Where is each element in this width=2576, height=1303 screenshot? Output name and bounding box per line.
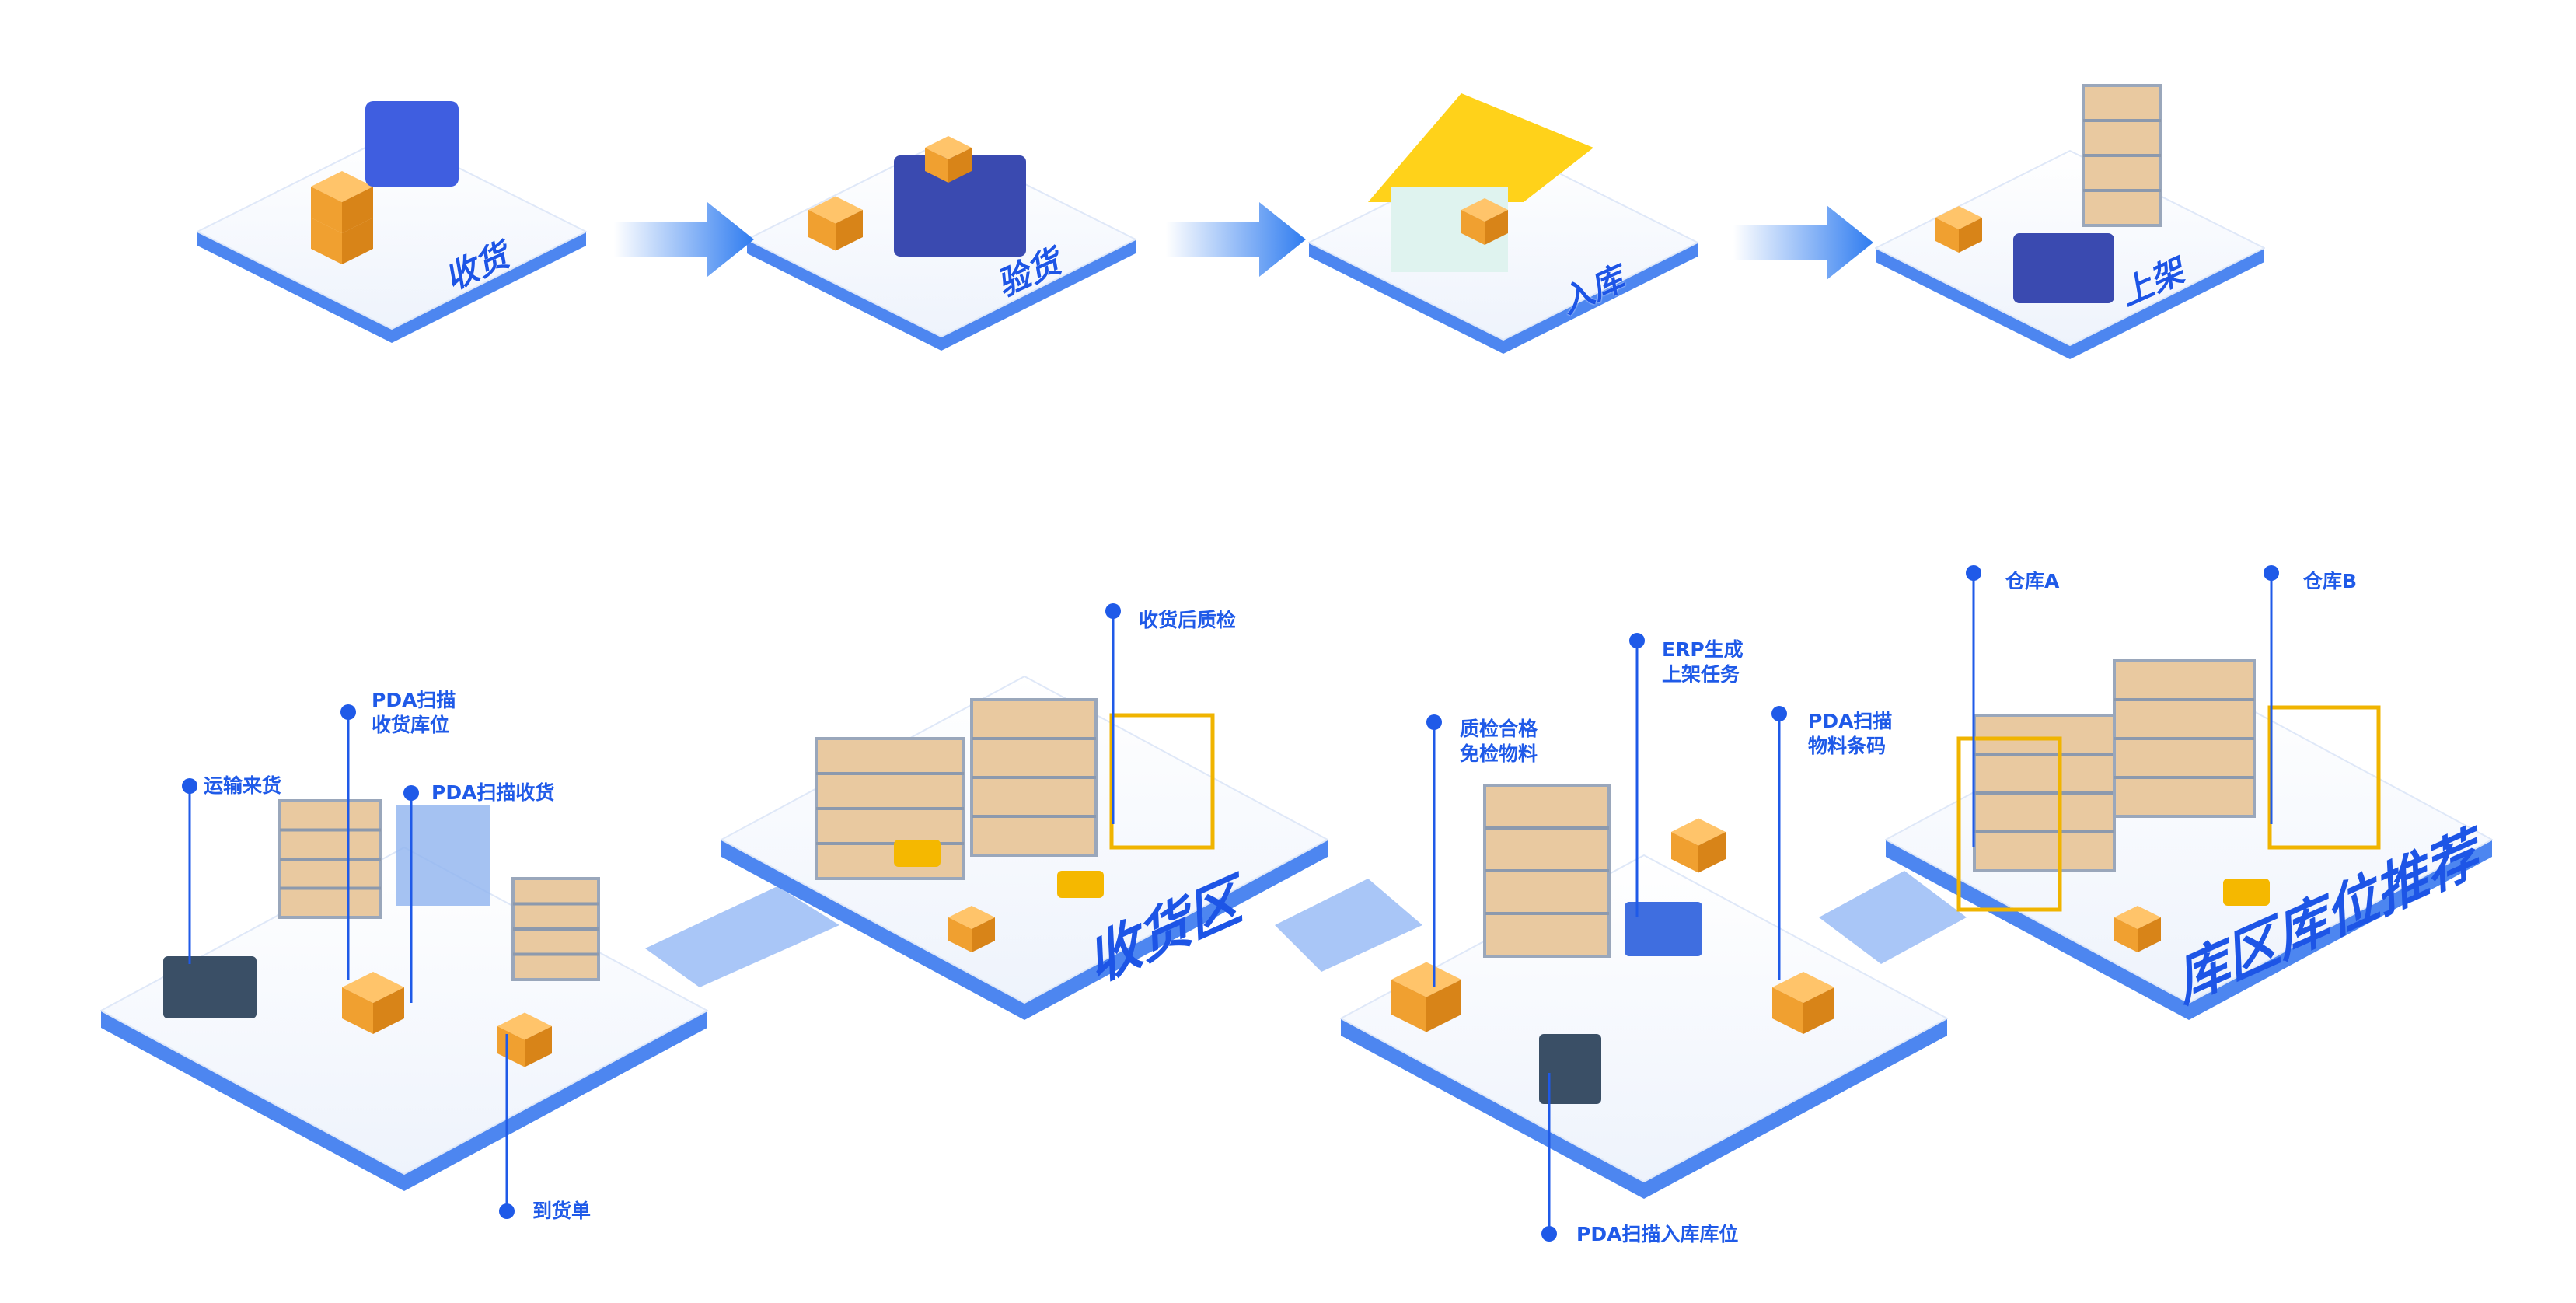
boxes-left — [1935, 218, 1959, 253]
truck-icon — [163, 956, 257, 1018]
agv-robot-icon — [2223, 879, 2270, 906]
callout-arrival-note-dot — [499, 1203, 515, 1219]
callout-post-receiving-qc: 收货后质检 — [1139, 609, 1237, 631]
callout-qc-passed: 质检合格 免检物料 — [1460, 717, 1538, 767]
boxes-right — [948, 148, 972, 183]
callout-line-1: ERP生成 — [1662, 638, 1744, 661]
callout-warehouse-a-dot — [1966, 565, 1981, 581]
safety-fence-icon — [1956, 736, 2062, 912]
inspection-table-icon — [894, 155, 1026, 257]
pallet-boxes-right — [2138, 917, 2161, 952]
pallet-boxes-left — [1671, 832, 1698, 873]
callout-pda-scan-storage-location-dot — [1541, 1226, 1557, 1242]
callout-erp-task-dot — [1629, 633, 1645, 648]
callout-line-2: 上架任务 — [1662, 663, 1740, 686]
boxes-left — [925, 148, 948, 183]
callout-pda-scan-receiving: PDA扫描收货 — [431, 781, 555, 804]
callout-line-1: PDA扫描 — [372, 689, 456, 711]
flow-arrow-1 — [614, 202, 754, 277]
callout-line-2: 物料条码 — [1808, 735, 1887, 757]
pallet-boxes-left — [497, 1026, 525, 1067]
stage-platform-1 — [197, 134, 587, 330]
pallet-boxes-right — [972, 917, 995, 952]
callout-pda-scan-barcode-dot — [1771, 706, 1787, 721]
callout-warehouse-b-dot — [2264, 565, 2279, 581]
pallet-boxes-right — [525, 1026, 552, 1067]
callout-transport-arrival: 运输来货 — [204, 774, 282, 797]
callout-arrival-note: 到货单 — [532, 1200, 592, 1222]
pallet-boxes-right — [1803, 987, 1834, 1034]
connector-2 — [1275, 879, 1422, 972]
callout-erp-task: ERP生成 上架任务 — [1662, 638, 1744, 687]
callout-post-receiving-qc-dot — [1105, 603, 1121, 619]
flow-arrow-3 — [1733, 205, 1873, 280]
callout-pda-scan-receiving-location: PDA扫描 收货库位 — [372, 688, 456, 738]
forklift-icon — [1539, 1034, 1601, 1104]
pallet-boxes-left — [311, 187, 342, 233]
workstation-icon — [1625, 902, 1702, 956]
callout-transport-arrival-dot — [182, 778, 197, 794]
pallet-boxes-left — [2114, 917, 2138, 952]
warehouse-roof-icon — [1368, 93, 1593, 202]
safety-fence-icon — [1109, 713, 1215, 850]
safety-fence-icon — [2267, 705, 2381, 850]
connector-1 — [645, 886, 839, 987]
forklift-icon — [365, 101, 459, 187]
callout-pda-scan-barcode: PDA扫描 物料条码 — [1808, 709, 1892, 759]
pallet-boxes-left — [1772, 987, 1803, 1034]
pallet-boxes-right — [342, 187, 373, 233]
pallet-boxes-right — [373, 987, 404, 1034]
callout-line-1: PDA扫描 — [1808, 710, 1893, 732]
pallet-boxes-left — [948, 917, 972, 952]
callout-qc-passed-dot — [1426, 714, 1442, 730]
callout-pda-scan-receiving-dot — [403, 785, 419, 801]
pallet-boxes-left — [342, 987, 373, 1034]
boxes-right — [1959, 218, 1982, 253]
boxes-left — [1461, 210, 1485, 245]
flow-arrow-2 — [1166, 202, 1306, 277]
callout-line-1: 质检合格 — [1460, 718, 1538, 740]
pallet-boxes-left — [1391, 980, 1426, 1032]
callout-pda-scan-receiving-location-dot — [340, 704, 356, 720]
callout-line-2: 收货库位 — [372, 714, 450, 736]
callout-warehouse-b: 仓库B — [2303, 570, 2358, 592]
boxes-right — [1485, 210, 1508, 245]
callout-pda-scan-storage-location: PDA扫描入库库位 — [1576, 1223, 1739, 1245]
pallet-boxes-right — [1698, 832, 1726, 873]
agv-robot-icon — [894, 840, 941, 867]
connector-3 — [1819, 871, 1967, 964]
pallet-boxes-right — [1426, 980, 1461, 1032]
boxes-right — [836, 210, 863, 251]
callout-line-2: 免检物料 — [1460, 742, 1538, 765]
agv-robot-icon — [1057, 871, 1104, 898]
inspection-table-icon — [2013, 233, 2114, 303]
boxes-left — [808, 210, 836, 251]
callout-warehouse-a: 仓库A — [2005, 570, 2060, 592]
